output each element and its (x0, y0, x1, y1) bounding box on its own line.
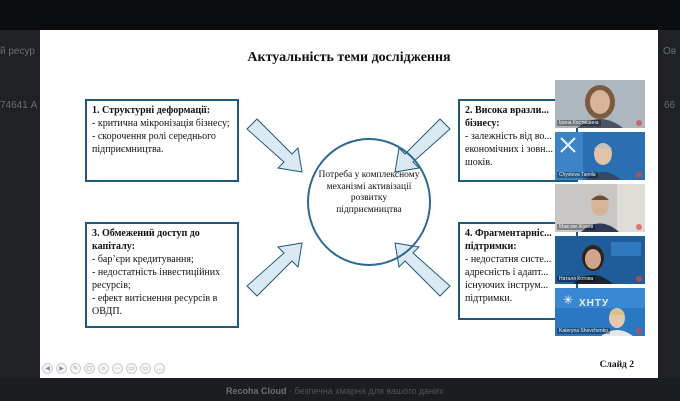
background-panel-left (0, 30, 40, 378)
mic-icon (636, 224, 642, 230)
slide-number: Слайд 2 (599, 360, 634, 370)
box-item: - критична мікронізація бізнесу; (92, 118, 230, 129)
zoom-button[interactable]: ⌕ (98, 363, 109, 374)
video-tile[interactable]: ✳ ХНТУ Kateryna Shevchenko (555, 288, 645, 336)
box-title: 4. Фрагментарніс... підтримки: (465, 228, 552, 252)
arrow-top-left (246, 118, 303, 173)
prev-slide-button[interactable]: ◀ (42, 363, 53, 374)
video-tile[interactable]: Максим Жуков (555, 184, 645, 232)
box-item: - залежність від во... економічних і зов… (465, 131, 554, 168)
video-tile[interactable]: Chystova Tamila (555, 132, 645, 180)
university-brand: ХНТУ (579, 298, 610, 309)
participant-name: Наталя Котова (557, 276, 596, 282)
video-tile[interactable]: Ірина Костишина (555, 80, 645, 128)
background-text-left-1: й ресур (0, 46, 35, 57)
center-ellipse (307, 138, 431, 266)
mic-icon (636, 328, 642, 334)
box-capital-access: 3. Обмежений доступ до капіталу: - бар’є… (85, 222, 239, 328)
video-tile[interactable]: Наталя Котова (555, 236, 645, 284)
bottom-bar (0, 378, 680, 401)
mic-icon (636, 120, 642, 126)
participant-name: Chystova Tamila (557, 172, 598, 178)
slide-title: Актуальність теми дослідження (247, 50, 451, 65)
participant-name: Ірина Костишина (557, 120, 601, 126)
mic-icon (636, 172, 642, 178)
background-text-left-2: 74641 А (0, 100, 38, 111)
participant-name: Kateryna Shevchenko (557, 328, 610, 334)
box-item: - недостатня систе... адресність і адапт… (465, 254, 552, 304)
bottom-brand: Recoha Cloud (226, 386, 287, 396)
box-item: - ефект витіснення ресурсів в ОВДП. (92, 293, 218, 317)
presentation-slide: Актуальність теми дослідження 1. Структу… (40, 30, 658, 378)
participant-avatar (555, 132, 645, 180)
participant-avatar (555, 236, 645, 284)
box-item: - бар’єри кредитування; (92, 254, 194, 265)
background-text-right-2: 66 (664, 100, 676, 111)
bottom-caption: Recoha Cloud · безпечна хмарна для вашог… (226, 386, 444, 396)
participant-name: Максим Жуков (557, 224, 596, 230)
background-text-right-1: Ов (663, 46, 677, 57)
subtitles-button[interactable]: ▭ (126, 363, 137, 374)
more-button[interactable]: ⋯ (112, 363, 123, 374)
options-button[interactable]: … (154, 363, 165, 374)
university-logo-icon: ✳ (562, 293, 574, 307)
arrow-bottom-left (246, 242, 303, 297)
box-structural-deformations: 1. Структурні деформації: - критична мік… (85, 99, 239, 182)
box-item: - скорочення ролі середнього підприємниц… (92, 131, 216, 155)
diagram-arrows (246, 118, 451, 297)
center-text: Потреба у комплексному механізмі активіз… (318, 170, 420, 215)
box-title: 2. Висока вразли... бізнесу: (465, 105, 549, 129)
participant-avatar (555, 80, 645, 128)
box-title: 3. Обмежений доступ до капіталу: (92, 228, 200, 252)
box-title: 1. Структурні деформації: (92, 105, 211, 116)
display-button[interactable]: ▭ (140, 363, 151, 374)
pen-tool-button[interactable]: ✎ (70, 363, 81, 374)
bottom-caption-text: · безпечна хмарна для вашого даних (289, 386, 444, 396)
window-top-bar (0, 0, 680, 30)
background-panel-right (658, 30, 680, 378)
view-all-button[interactable]: ▢ (84, 363, 95, 374)
box-item: - недостатність інвестиційних ресурсів; (92, 267, 221, 291)
participant-avatar (555, 288, 645, 336)
mic-icon (636, 276, 642, 282)
next-slide-button[interactable]: ▶ (56, 363, 67, 374)
